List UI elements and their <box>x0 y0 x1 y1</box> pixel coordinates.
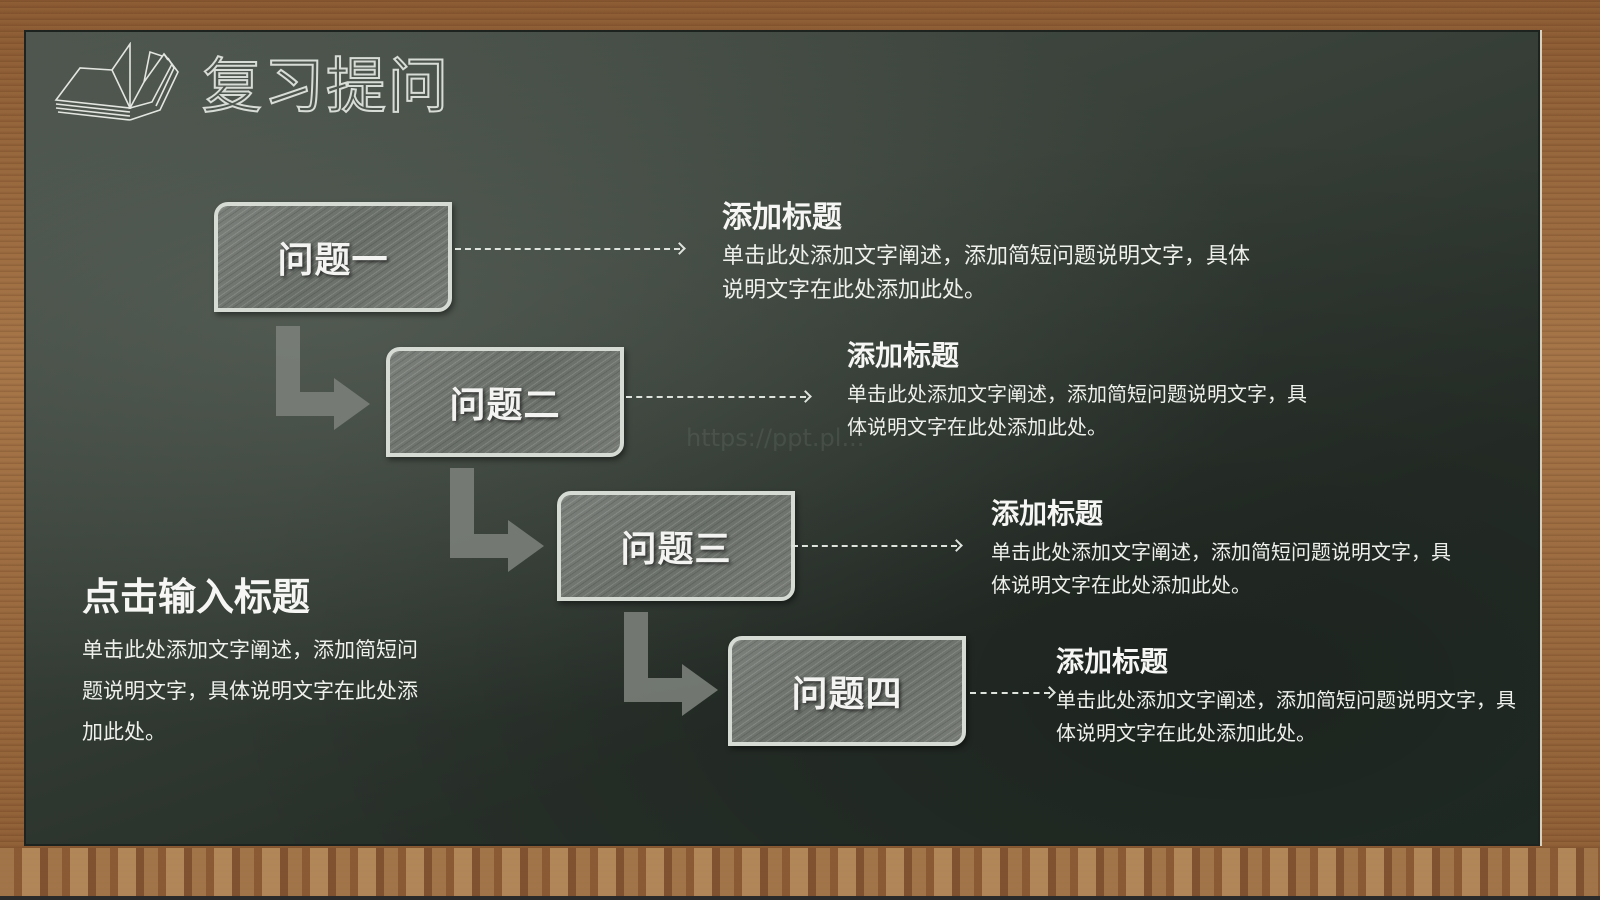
description-body: 单击此处添加文字阐述，添加简短问题说明文字，具体说明文字在此处添加此处。 <box>847 382 1307 439</box>
question-label: 问题四 <box>791 674 903 715</box>
side-text-block[interactable]: 点击输入标题 单击此处添加文字阐述，添加简短问题说明文字，具体说明文字在此处添加… <box>82 572 422 753</box>
page-title[interactable]: 复习提问 <box>201 52 450 122</box>
open-book-icon <box>54 42 179 121</box>
bottom-edge <box>0 896 1600 900</box>
question-box-2[interactable]: 问题二 <box>386 347 624 457</box>
question-label: 问题二 <box>449 385 561 426</box>
description-heading: 添加标题 <box>722 200 842 235</box>
description-block-4[interactable]: 添加标题 单击此处添加文字阐述，添加简短问题说明文字，具体说明文字在此处添加此处… <box>1056 642 1516 750</box>
dashed-arrow-4 <box>970 692 1050 694</box>
side-heading: 点击输入标题 <box>82 575 311 619</box>
question-label: 问题一 <box>277 240 389 281</box>
wood-frame-bottom <box>0 848 1600 896</box>
side-body: 单击此处添加文字阐述，添加简短问题说明文字，具体说明文字在此处添加此处。 <box>82 638 418 744</box>
description-body: 单击此处添加文字阐述，添加简短问题说明文字，具体说明文字在此处添加此处。 <box>722 244 1251 303</box>
dashed-arrow-2 <box>626 396 806 398</box>
description-heading: 添加标题 <box>1056 645 1169 678</box>
watermark: https://ppt.pl... <box>686 424 865 452</box>
elbow-arrow-icon <box>624 612 718 716</box>
description-heading: 添加标题 <box>847 339 960 372</box>
question-box-3[interactable]: 问题三 <box>557 491 795 601</box>
title-area: 复习提问 <box>52 42 450 132</box>
description-block-1[interactable]: 添加标题 单击此处添加文字阐述，添加简短问题说明文字，具体说明文字在此处添加此处… <box>722 198 1262 308</box>
dashed-arrow-1 <box>455 248 680 250</box>
description-block-2[interactable]: 添加标题 单击此处添加文字阐述，添加简短问题说明文字，具体说明文字在此处添加此处… <box>847 336 1307 444</box>
elbow-arrow-icon <box>276 326 370 430</box>
description-body: 单击此处添加文字阐述，添加简短问题说明文字，具体说明文字在此处添加此处。 <box>991 540 1451 597</box>
elbow-arrow-icon <box>450 468 544 572</box>
question-box-1[interactable]: 问题一 <box>214 202 452 312</box>
description-block-3[interactable]: 添加标题 单击此处添加文字阐述，添加简短问题说明文字，具体说明文字在此处添加此处… <box>991 494 1451 602</box>
question-label: 问题三 <box>620 529 732 570</box>
dashed-arrow-3 <box>792 545 957 547</box>
description-body: 单击此处添加文字阐述，添加简短问题说明文字，具体说明文字在此处添加此处。 <box>1056 688 1516 745</box>
description-heading: 添加标题 <box>991 497 1104 530</box>
question-box-4[interactable]: 问题四 <box>728 636 966 746</box>
